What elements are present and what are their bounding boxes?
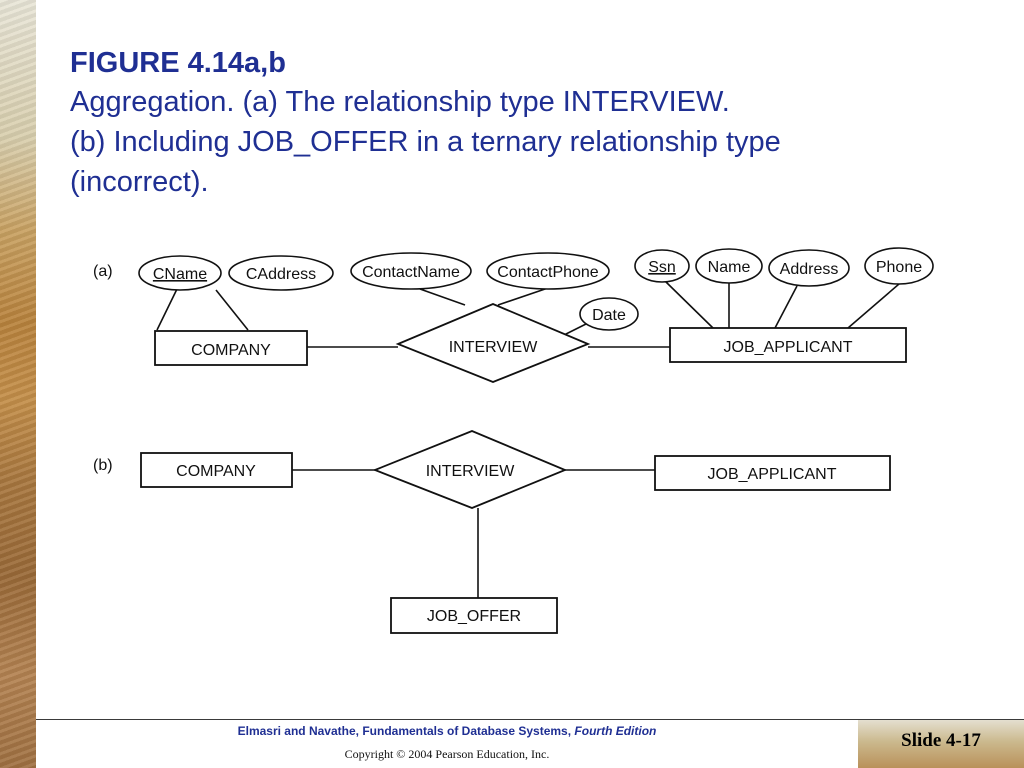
attribute-contactname-label: ContactName [362, 264, 460, 281]
footer-book-credit: Elmasri and Navathe, Fundamentals of Dat… [36, 724, 858, 738]
attribute-cname: CName [138, 255, 222, 291]
attribute-date: Date [579, 297, 639, 331]
entity-job-applicant-b-label: JOB_APPLICANT [708, 466, 837, 483]
attribute-contactphone: ContactPhone [486, 252, 610, 290]
attribute-address-label: Address [780, 261, 839, 278]
diagram-b-connectors [292, 469, 655, 598]
attribute-ssn-label: Ssn [648, 259, 676, 276]
attribute-date-label: Date [592, 307, 626, 324]
slide-number: Slide 4-17 [901, 730, 981, 751]
entity-job-applicant-a: JOB_APPLICANT [669, 327, 907, 363]
attribute-phone: Phone [864, 247, 934, 285]
entity-job-offer: JOB_OFFER [390, 597, 558, 634]
attribute-phone-label: Phone [876, 259, 922, 276]
relationship-interview-b: INTERVIEW [372, 430, 568, 509]
relationship-interview-a: INTERVIEW [395, 303, 591, 383]
attribute-caddress-label: CAddress [246, 266, 316, 283]
entity-company-b-label: COMPANY [176, 463, 256, 480]
slide-title: FIGURE 4.14a,b Aggregation. (a) The rela… [70, 44, 970, 202]
entity-job-applicant-a-label: JOB_APPLICANT [724, 339, 853, 356]
footer-edition: Fourth Edition [574, 724, 657, 738]
footer-copyright: Copyright © 2004 Pearson Education, Inc. [344, 747, 550, 761]
relationship-interview-a-label: INTERVIEW [449, 339, 539, 356]
entity-company-a: COMPANY [154, 330, 308, 366]
attribute-contactname: ContactName [350, 252, 472, 290]
entity-company-b: COMPANY [140, 452, 293, 488]
caption-line-3: (incorrect). [70, 166, 209, 198]
attribute-name: Name [695, 248, 763, 284]
footer-divider [36, 719, 1024, 720]
label-a: (a) [93, 263, 113, 280]
attribute-cname-label: CName [153, 266, 207, 283]
attribute-contactphone-label: ContactPhone [497, 264, 599, 281]
attribute-caddress: CAddress [228, 255, 334, 291]
attribute-address: Address [768, 249, 850, 287]
entity-company-a-label: COMPANY [191, 342, 271, 359]
decorative-sidebar [0, 0, 36, 768]
attribute-ssn: Ssn [634, 249, 690, 283]
attribute-name-label: Name [708, 259, 751, 276]
diagram-a-connectors [156, 281, 900, 348]
label-b: (b) [93, 457, 113, 474]
relationship-interview-b-label: INTERVIEW [426, 463, 516, 480]
figure-number: FIGURE 4.14a,b [70, 47, 286, 79]
caption-line-1: Aggregation. (a) The relationship type I… [70, 86, 730, 118]
caption-line-2: (b) Including JOB_OFFER in a ternary rel… [70, 126, 781, 158]
entity-job-offer-label: JOB_OFFER [427, 608, 521, 625]
footer-book-title: Elmasri and Navathe, Fundamentals of Dat… [237, 724, 572, 738]
entity-job-applicant-b: JOB_APPLICANT [654, 455, 891, 491]
footer-decoration [858, 720, 1024, 768]
